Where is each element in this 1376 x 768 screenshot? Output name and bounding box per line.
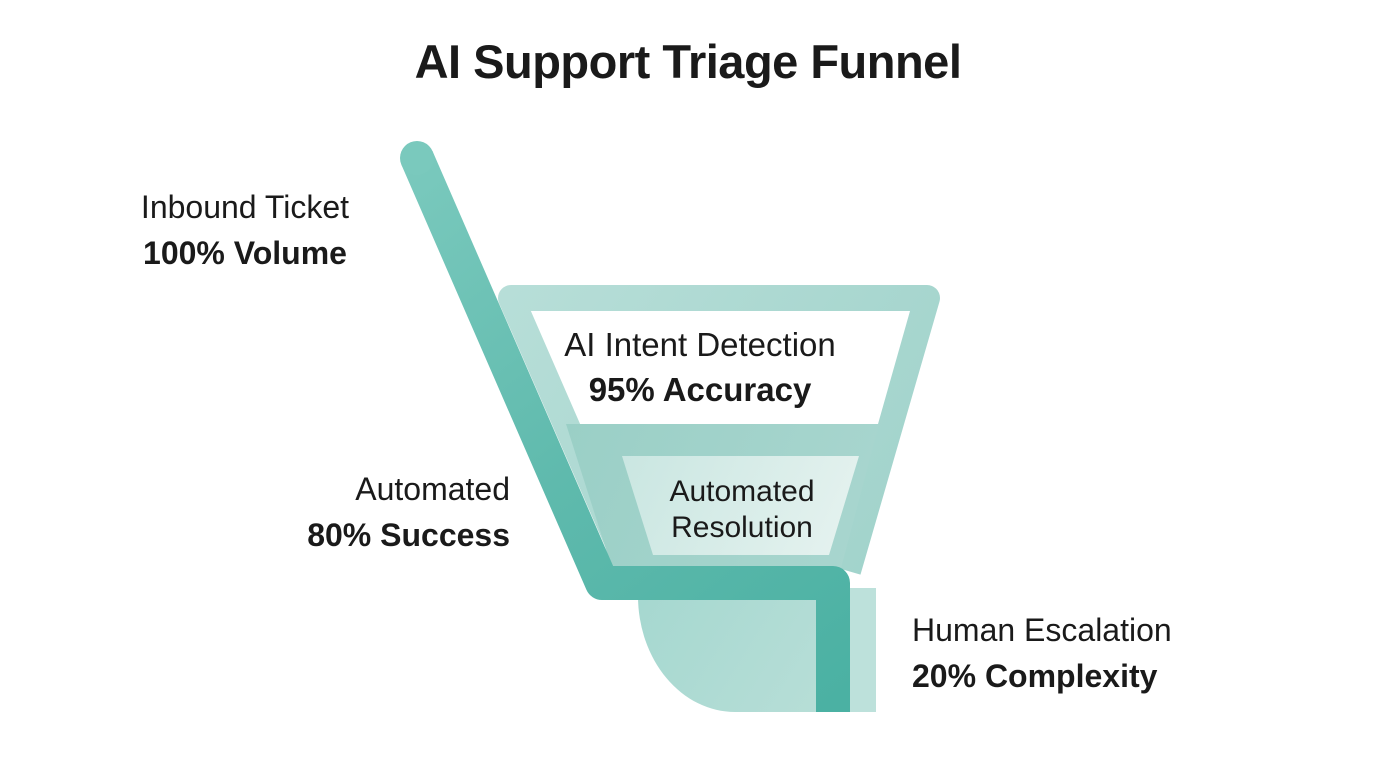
label-automated-resolution: Automated Resolution <box>617 474 867 546</box>
resolution-label-line1: Automated <box>669 475 815 508</box>
stage1-interior <box>532 311 910 424</box>
automated-value: 80% Success <box>307 517 510 553</box>
label-intent-detection: AI Intent Detection 95% Accuracy <box>540 322 860 412</box>
inbound-label: Inbound Ticket <box>140 189 350 225</box>
escalation-bowl <box>638 596 818 712</box>
escalation-label: Human Escalation <box>912 612 1172 648</box>
escalation-value: 20% Complexity <box>912 658 1158 694</box>
intake-escalation-stroke <box>401 151 850 712</box>
page-title: AI Support Triage Funnel <box>414 35 962 88</box>
stage2-interior <box>622 456 859 555</box>
intake-stroke-cap <box>400 141 434 175</box>
label-automated: Automated 80% Success <box>210 466 510 558</box>
intent-value: 95% Accuracy <box>588 371 812 408</box>
intent-label: AI Intent Detection <box>564 326 836 363</box>
automated-label: Automated <box>355 471 510 507</box>
label-inbound: Inbound Ticket 100% Volume <box>85 184 405 276</box>
escalation-side-rect <box>848 588 876 712</box>
resolution-label-line2: Resolution <box>671 511 813 544</box>
label-human-escalation: Human Escalation 20% Complexity <box>912 607 1242 699</box>
inbound-value: 100% Volume <box>143 235 347 271</box>
